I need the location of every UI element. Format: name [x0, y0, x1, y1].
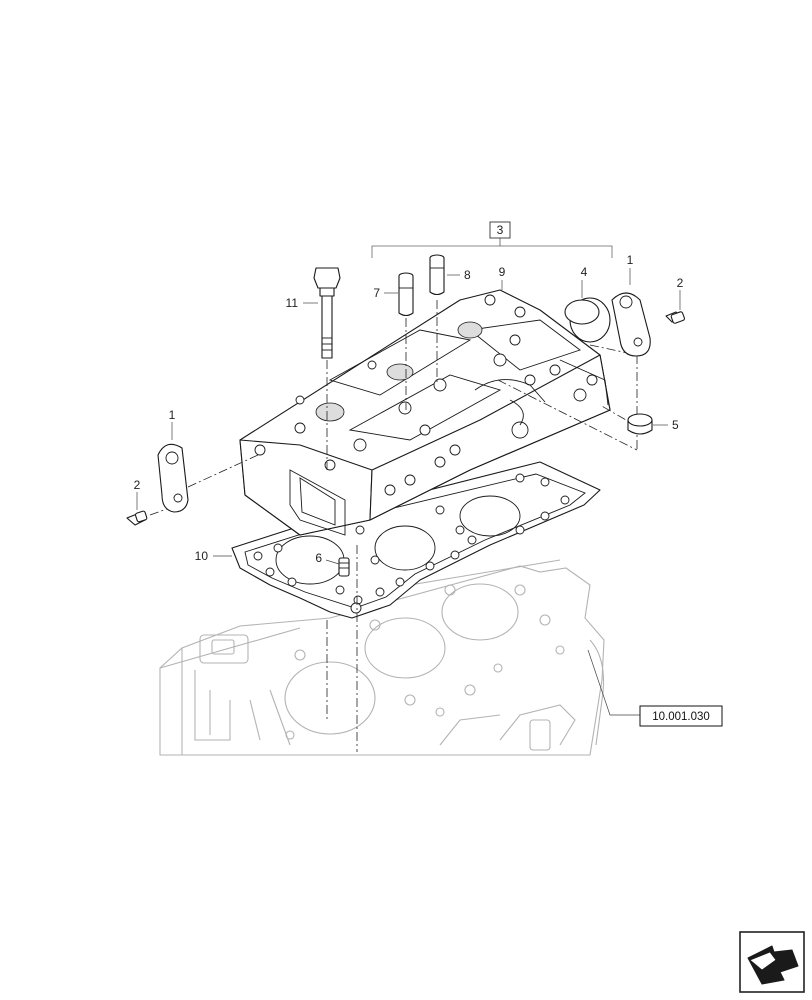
dowel-pin-6	[338, 557, 350, 577]
lifting-bracket-right	[611, 292, 651, 357]
callout-labels: 3 11 7 8 9 4 1 2 5 1 2 10 6	[134, 221, 684, 565]
callout-10: 10	[195, 549, 209, 563]
callout-1-left: 1	[169, 408, 176, 422]
callout-7: 7	[373, 286, 380, 300]
cylinder-head	[239, 289, 611, 536]
engine-block-outline	[159, 559, 605, 756]
callout-5: 5	[672, 418, 679, 432]
callout-9: 9	[499, 265, 506, 279]
bolt-left	[126, 510, 148, 526]
sealing-plug-4	[564, 297, 611, 343]
head-bolt	[313, 267, 341, 359]
callout-8: 8	[464, 268, 471, 282]
callout-2-right: 2	[677, 276, 684, 290]
bolt-right	[665, 311, 685, 324]
callout-1-right: 1	[627, 253, 634, 267]
valve-guide-8	[429, 254, 445, 296]
reference-box[interactable]	[639, 705, 723, 727]
assembly-centerlines	[149, 300, 641, 752]
callout-2-left: 2	[134, 478, 141, 492]
callout-4: 4	[581, 265, 588, 279]
callout-6: 6	[315, 551, 322, 565]
lifting-bracket-left	[157, 443, 189, 513]
valve-guide-7	[398, 272, 414, 317]
reference-label[interactable]: 10.001.030	[652, 711, 710, 723]
cross-reference[interactable]: 10.001.030	[639, 705, 723, 727]
core-plug-5	[627, 413, 653, 435]
next-page-arrow-icon[interactable]	[739, 931, 805, 993]
head-gasket	[231, 461, 601, 619]
callout-3-box	[489, 221, 511, 239]
callout-3: 3	[497, 223, 504, 237]
leader-lines	[136, 234, 681, 716]
callout-11: 11	[286, 296, 299, 310]
